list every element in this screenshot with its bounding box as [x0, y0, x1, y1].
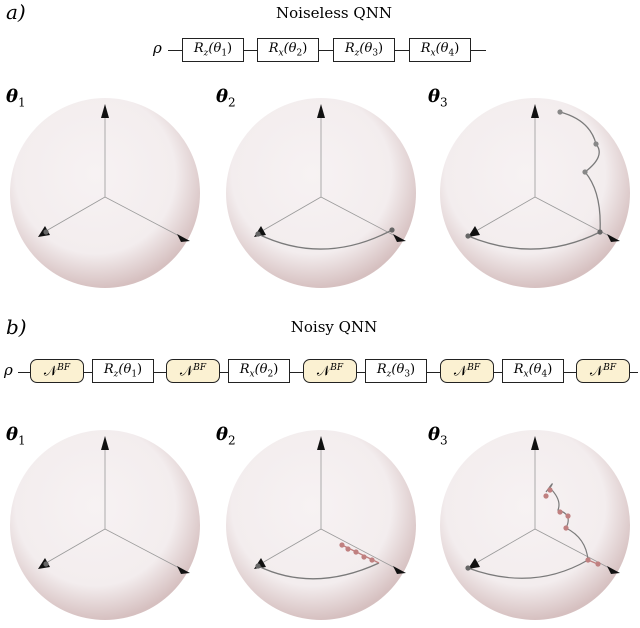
bloch-sphere-b1 [10, 430, 200, 620]
z-axis-arrowhead [101, 436, 109, 450]
bloch-sphere-a3 [440, 98, 630, 288]
state-point [255, 231, 261, 237]
panel-a-letter: a) [6, 0, 26, 24]
z-axis-arrowhead [317, 104, 325, 118]
x-axis-line [475, 528, 536, 564]
noisy-point [563, 525, 569, 531]
gate-rz-theta1-b-label: Rz(θ1) [103, 362, 143, 380]
noisy-point [543, 493, 549, 499]
x-axis-line [475, 196, 536, 232]
noise-gate-1-b-label: 𝒩BF [43, 362, 71, 380]
x-axis-arrowhead [468, 558, 480, 569]
noise-gate-3-b: 𝒩BF [303, 359, 357, 383]
y-axis-arrowhead [607, 234, 620, 242]
bloch-sphere-b3 [440, 430, 630, 620]
gate-rz-theta3-b-label: Rz(θ3) [376, 362, 416, 380]
x-axis-arrowhead [468, 226, 480, 237]
initial-state-point [43, 229, 49, 235]
trajectory-path [257, 562, 380, 580]
noisy-point [585, 557, 591, 563]
z-axis-arrowhead [317, 436, 325, 450]
theta3-label-b: θ3 [428, 424, 448, 448]
noise-gate-4-b-label: 𝒩BF [453, 362, 481, 380]
y-axis-arrowhead [177, 566, 190, 574]
noise-gate-4-b: 𝒩BF [440, 359, 494, 383]
noisy-point [353, 549, 359, 555]
gate-rx-theta4-a-label: Rx(θ4) [420, 41, 460, 59]
bloch-sphere-a2 [226, 98, 416, 288]
noise-gate-5-b: 𝒩BF [576, 359, 630, 383]
y-axis-line [104, 528, 184, 571]
noise-gate-5-b-label: 𝒩BF [589, 362, 617, 380]
z-axis-arrowhead [531, 104, 539, 118]
gate-rz-theta3-a-label: Rz(θ3) [344, 41, 384, 59]
gate-rz-theta3-a: Rz(θ3) [333, 38, 395, 62]
y-axis-line [320, 196, 400, 239]
state-point [389, 227, 395, 233]
state-point [593, 141, 599, 147]
gate-rx-theta2-a: Rx(θ2) [257, 38, 319, 62]
panel-b-letter: b) [6, 315, 27, 339]
y-axis-arrowhead [177, 234, 190, 242]
gate-rz-theta1-a: Rz(θ1) [182, 38, 244, 62]
gate-rz-theta1-b: Rz(θ1) [92, 359, 154, 383]
state-point [255, 563, 261, 569]
gate-rz-theta3-b: Rz(θ3) [365, 359, 427, 383]
gate-rx-theta2-b: Rx(θ2) [228, 359, 290, 383]
noise-gate-1-b: 𝒩BF [30, 359, 84, 383]
noisy-point [345, 546, 351, 552]
state-point [597, 229, 603, 235]
y-axis-arrowhead [393, 234, 406, 242]
theta2-label-a: θ2 [216, 86, 236, 110]
z-axis-arrowhead [531, 436, 539, 450]
gate-rx-theta2-b-label: Rx(θ2) [239, 362, 279, 380]
y-axis-arrowhead [607, 566, 620, 574]
theta3-label-a: θ3 [428, 86, 448, 110]
theta2-label-b: θ2 [216, 424, 236, 448]
z-axis-arrowhead [101, 104, 109, 118]
bloch-sphere-a1 [10, 98, 200, 288]
noisy-point [339, 542, 345, 548]
gate-rx-theta4-a: Rx(θ4) [409, 38, 471, 62]
trajectory-path [467, 111, 601, 250]
panel-a-title: Noiseless QNN [276, 4, 392, 22]
rho-input-b: ρ [4, 361, 13, 379]
gate-rx-theta2-a-label: Rx(θ2) [268, 41, 308, 59]
theta1-label-b: θ1 [6, 424, 26, 448]
noise-gate-3-b-label: 𝒩BF [316, 362, 344, 380]
rho-input-a: ρ [153, 39, 162, 57]
gate-rx-theta4-b-label: Rx(θ4) [513, 362, 553, 380]
panel-b-title: Noisy QNN [290, 318, 378, 336]
gate-rz-theta1-a-label: Rz(θ1) [193, 41, 233, 59]
panel-a-label: a) [6, 0, 26, 24]
gate-rx-theta4-b: Rx(θ4) [502, 359, 564, 383]
noisy-point [369, 557, 375, 563]
noisy-point [565, 513, 571, 519]
noise-gate-2-b-label: 𝒩BF [179, 362, 207, 380]
circuit-wire-a [168, 50, 486, 51]
x-axis-line [261, 528, 322, 564]
noisy-point [595, 561, 601, 567]
noisy-point [361, 554, 367, 560]
y-axis-arrowhead [393, 566, 406, 574]
bloch-sphere-b2 [226, 430, 416, 620]
state-point [582, 169, 588, 175]
state-point [465, 565, 471, 571]
y-axis-line [320, 528, 400, 571]
x-axis-line [45, 528, 106, 564]
y-axis-line [104, 196, 184, 239]
noisy-point [547, 487, 553, 493]
trajectory-path [257, 229, 393, 250]
theta1-label-a: θ1 [6, 86, 26, 110]
x-axis-line [261, 196, 322, 232]
initial-state-point [43, 561, 49, 567]
noisy-point [557, 509, 563, 515]
x-axis-line [45, 196, 106, 232]
state-point [465, 233, 471, 239]
state-point [557, 109, 563, 115]
noise-gate-2-b: 𝒩BF [166, 359, 220, 383]
panel-b-label: b) [6, 315, 27, 339]
